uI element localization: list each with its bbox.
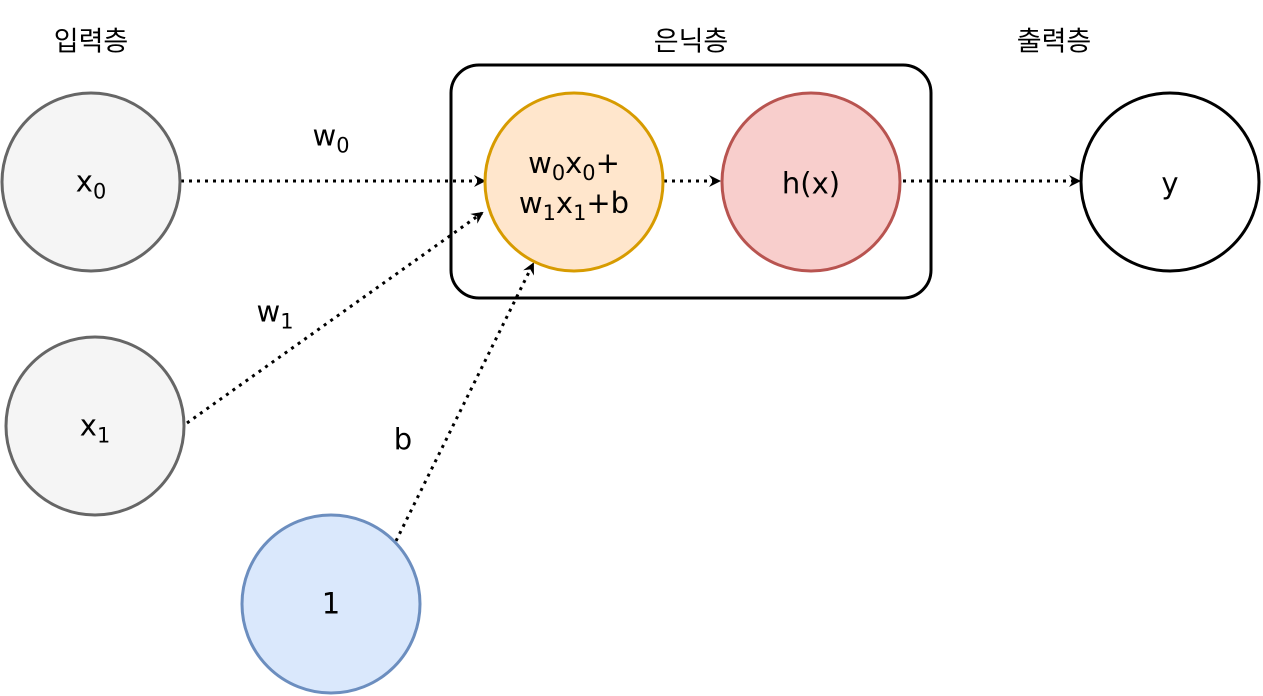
edge-bias-to-sum — [394, 262, 535, 542]
node-bias — [240, 513, 422, 695]
sum-line2-part-1: 1 — [542, 200, 556, 225]
edge-b-label: b — [393, 422, 413, 457]
node-output-label: y — [1161, 166, 1179, 201]
edge-w1-label: w1 — [256, 294, 293, 332]
node-sum — [483, 91, 665, 273]
node-x1-base: x — [79, 408, 97, 443]
sum-line1-part-2: x — [565, 145, 583, 180]
sum-line2-part-2: x — [555, 186, 574, 220]
node-sum-label: w0x0+ w1x1+b — [518, 143, 630, 225]
sum-line1-part-0: w — [528, 145, 552, 180]
edge-w0-label: w0 — [312, 118, 349, 156]
edge-w0-sub: 0 — [336, 133, 350, 158]
hidden-layer-box — [449, 63, 933, 300]
node-activation — [720, 91, 902, 273]
sum-line-1: w0x0+ — [519, 143, 629, 185]
node-x0-base: x — [75, 164, 93, 199]
sum-line2-part-4: +b — [586, 186, 630, 220]
sum-line1-part-1: 0 — [551, 160, 566, 185]
node-x1-sub: 1 — [96, 423, 111, 448]
sum-line1-part-3: 0 — [582, 160, 596, 185]
node-x0-label: x0 — [75, 164, 106, 202]
node-activation-label: h(x) — [781, 166, 841, 201]
output-layer-label: 출력층 — [1016, 26, 1092, 58]
edge-w1-sub: 1 — [280, 309, 294, 334]
edge-x1-to-sum — [186, 211, 484, 425]
node-x0-sub: 0 — [92, 179, 107, 204]
input-layer-label: 입력층 — [53, 26, 129, 58]
node-x0 — [0, 91, 182, 273]
edge-w1-base: w — [256, 294, 281, 329]
node-bias-label: 1 — [321, 586, 341, 621]
node-output — [1079, 91, 1261, 273]
sum-line2-part-3: 1 — [573, 200, 587, 225]
node-x1 — [4, 335, 186, 517]
sum-line1-part-4: + — [595, 145, 620, 180]
node-x1-label: x1 — [79, 408, 110, 446]
hidden-layer-label: 은닉층 — [653, 26, 729, 58]
sum-line-2: w1x1+b — [518, 183, 630, 225]
sum-line2-part-0: w — [518, 186, 543, 220]
edge-w0-base: w — [312, 118, 337, 153]
